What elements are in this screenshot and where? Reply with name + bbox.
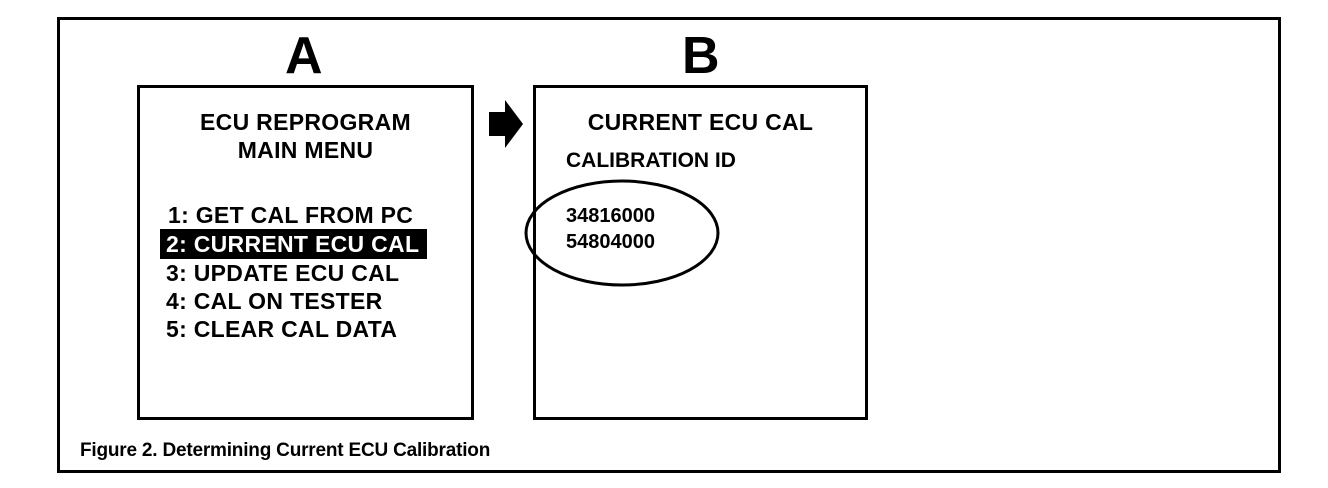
calibration-id-value: 34816000 bbox=[566, 205, 655, 227]
calibration-id-label: CALIBRATION ID bbox=[566, 149, 736, 172]
menu-item-get-cal-from-pc[interactable]: 1: GET CAL FROM PC bbox=[168, 202, 414, 228]
menu-item-current-ecu-cal[interactable]: 2: CURRENT ECU CAL bbox=[160, 229, 428, 259]
screen-b-current-ecu-cal: CURRENT ECU CAL CALIBRATION ID 34816000 … bbox=[533, 85, 868, 420]
screen-a-title-line1: ECU REPROGRAM bbox=[200, 109, 411, 135]
menu-item-clear-cal-data[interactable]: 5: CLEAR CAL DATA bbox=[166, 316, 398, 342]
calibration-id-value: 54804000 bbox=[566, 231, 655, 253]
menu-item-update-ecu-cal[interactable]: 3: UPDATE ECU CAL bbox=[166, 260, 400, 286]
panel-letter-b: B bbox=[682, 27, 720, 85]
menu-item-cal-on-tester[interactable]: 4: CAL ON TESTER bbox=[166, 288, 383, 314]
screen-b-title: CURRENT ECU CAL bbox=[587, 109, 814, 135]
figure-frame bbox=[57, 17, 1281, 473]
screen-a-title-line2: MAIN MENU bbox=[237, 137, 374, 163]
figure-caption: Figure 2. Determining Current ECU Calibr… bbox=[80, 440, 491, 461]
panel-letter-a: A bbox=[285, 27, 323, 85]
right-arrow-icon bbox=[489, 100, 523, 148]
ellipse-highlight bbox=[524, 179, 720, 287]
